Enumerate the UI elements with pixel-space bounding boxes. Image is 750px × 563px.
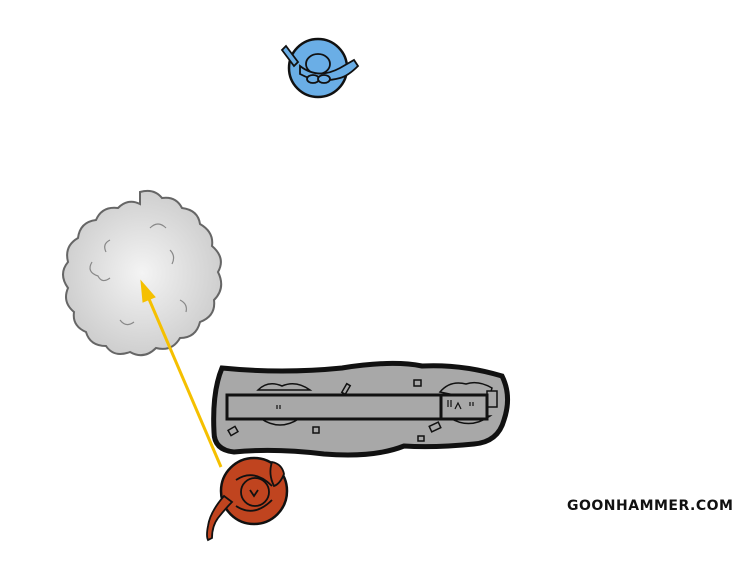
ruined-wall-terrain-icon — [211, 360, 510, 458]
red-infantry-model-icon — [206, 456, 289, 542]
blue-infantry-model-icon — [280, 37, 360, 99]
movement-arrow-icon — [140, 279, 223, 468]
smoke-cloud-icon — [62, 189, 223, 357]
watermark-text: GOONHAMMER.COM — [567, 498, 734, 514]
